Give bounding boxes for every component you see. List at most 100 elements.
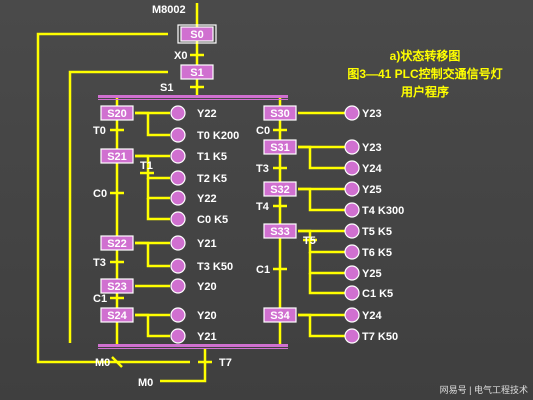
- title-line-2: 图3—41 PLC控制交通信号灯: [347, 66, 502, 81]
- step-label-s33: S33: [270, 226, 290, 238]
- step-label-s20: S20: [107, 108, 127, 120]
- step-label-s24: S24: [107, 310, 127, 322]
- output-label: T0 K200: [197, 130, 239, 142]
- output-label: Y25: [362, 184, 382, 196]
- step-label-s31: S31: [270, 142, 290, 154]
- parallel-join-bar-bottom: [98, 348, 288, 349]
- coil-l3: [170, 148, 186, 164]
- coil-r8: [344, 265, 360, 281]
- output-coils: [170, 105, 360, 344]
- wires: [36, 3, 345, 383]
- contact-label: C0: [93, 188, 107, 200]
- output-label: C0 K5: [197, 214, 228, 226]
- contact-label: T4: [256, 201, 270, 213]
- coil-l9: [170, 278, 186, 294]
- output-label: C1 K5: [362, 288, 393, 300]
- output-label: T7 K50: [362, 331, 398, 343]
- step-label-s34: S34: [270, 310, 290, 322]
- coil-l5: [170, 190, 186, 206]
- coil-l10: [170, 307, 186, 323]
- parallel-split-bar-top-2: [98, 99, 288, 100]
- output-label: Y24: [362, 310, 382, 322]
- parallel-split-bar-top: [98, 95, 288, 98]
- output-label: Y23: [362, 108, 382, 120]
- output-label: T5 K5: [362, 226, 392, 238]
- step-label-s22: S22: [107, 238, 127, 250]
- step-label-s30: S30: [270, 108, 290, 120]
- title-line-1: a)状态转移图: [390, 48, 461, 63]
- step-s31: S31: [263, 139, 297, 155]
- step-s21: S21: [100, 148, 134, 164]
- step-label-s21: S21: [107, 151, 127, 163]
- contact-label: T3: [256, 163, 269, 175]
- coil-r1: [344, 105, 360, 121]
- output-label: Y25: [362, 268, 382, 280]
- output-label: T1 K5: [197, 151, 227, 163]
- step-s33: S33: [263, 223, 297, 239]
- coil-r2: [344, 139, 360, 155]
- parallel-join-bar-top: [98, 344, 288, 347]
- watermark: 网易号 | 电气工程技术: [440, 384, 528, 395]
- figure-title: a)状态转移图 图3—41 PLC控制交通信号灯 用户程序: [347, 48, 502, 99]
- coil-r9: [344, 285, 360, 301]
- step-s0: S0: [177, 24, 217, 44]
- transition-labels: M8002 X0 S1 T0 T1 C0 T3 C1 C0 T3 T4 T5 C…: [93, 4, 316, 389]
- output-label: Y24: [362, 163, 382, 175]
- contact-label: M8002: [152, 4, 186, 16]
- step-label-s23: S23: [107, 281, 127, 293]
- coil-l4: [170, 170, 186, 186]
- step-label-s32: S32: [270, 184, 290, 196]
- output-label: Y23: [362, 142, 382, 154]
- step-s22: S22: [100, 235, 134, 251]
- coil-l1: [170, 105, 186, 121]
- contact-label: S1: [160, 82, 173, 94]
- contact-label: C1: [256, 264, 270, 276]
- title-line-3: 用户程序: [400, 84, 449, 99]
- step-s34: S34: [263, 307, 297, 323]
- coil-r6: [344, 223, 360, 239]
- contact-label: T0: [93, 125, 106, 137]
- coil-l7: [170, 235, 186, 251]
- coil-r11: [344, 328, 360, 344]
- output-label: T4 K300: [362, 205, 404, 217]
- coil-l11: [170, 328, 186, 344]
- contact-label: T3: [93, 257, 106, 269]
- step-s30: S30: [263, 105, 297, 121]
- output-label: Y20: [197, 281, 217, 293]
- step-label-s0: S0: [190, 29, 203, 41]
- output-label: Y21: [197, 331, 217, 343]
- contact-label: C0: [256, 125, 270, 137]
- output-label: Y22: [197, 108, 217, 120]
- contact-label: X0: [174, 50, 187, 62]
- output-label: T6 K5: [362, 247, 392, 259]
- step-s24: S24: [100, 307, 134, 323]
- contact-label: T1: [140, 160, 153, 172]
- coil-r10: [344, 307, 360, 323]
- contact-label: C1: [93, 293, 107, 305]
- step-label-s1: S1: [190, 67, 203, 79]
- transition-ticks: [110, 53, 317, 368]
- coil-r4: [344, 181, 360, 197]
- contact-label: M0: [95, 357, 110, 369]
- output-label: T2 K5: [197, 173, 227, 185]
- coil-l8: [170, 258, 186, 274]
- output-label: Y21: [197, 238, 217, 250]
- step-s1: S1: [180, 64, 214, 80]
- output-label: Y22: [197, 193, 217, 205]
- contact-label: T5: [303, 235, 316, 247]
- step-s23: S23: [100, 278, 134, 294]
- contact-label: T7: [219, 357, 232, 369]
- output-label: T3 K50: [197, 261, 233, 273]
- contact-label: M0: [138, 377, 153, 389]
- coil-r5: [344, 202, 360, 218]
- output-labels: Y22 T0 K200 T1 K5 T2 K5 Y22 C0 K5 Y21 T3…: [197, 108, 404, 343]
- coil-l2: [170, 127, 186, 143]
- coil-r7: [344, 244, 360, 260]
- output-label: Y20: [197, 310, 217, 322]
- step-s20: S20: [100, 105, 134, 121]
- coil-l6: [170, 211, 186, 227]
- step-s32: S32: [263, 181, 297, 197]
- coil-r3: [344, 160, 360, 176]
